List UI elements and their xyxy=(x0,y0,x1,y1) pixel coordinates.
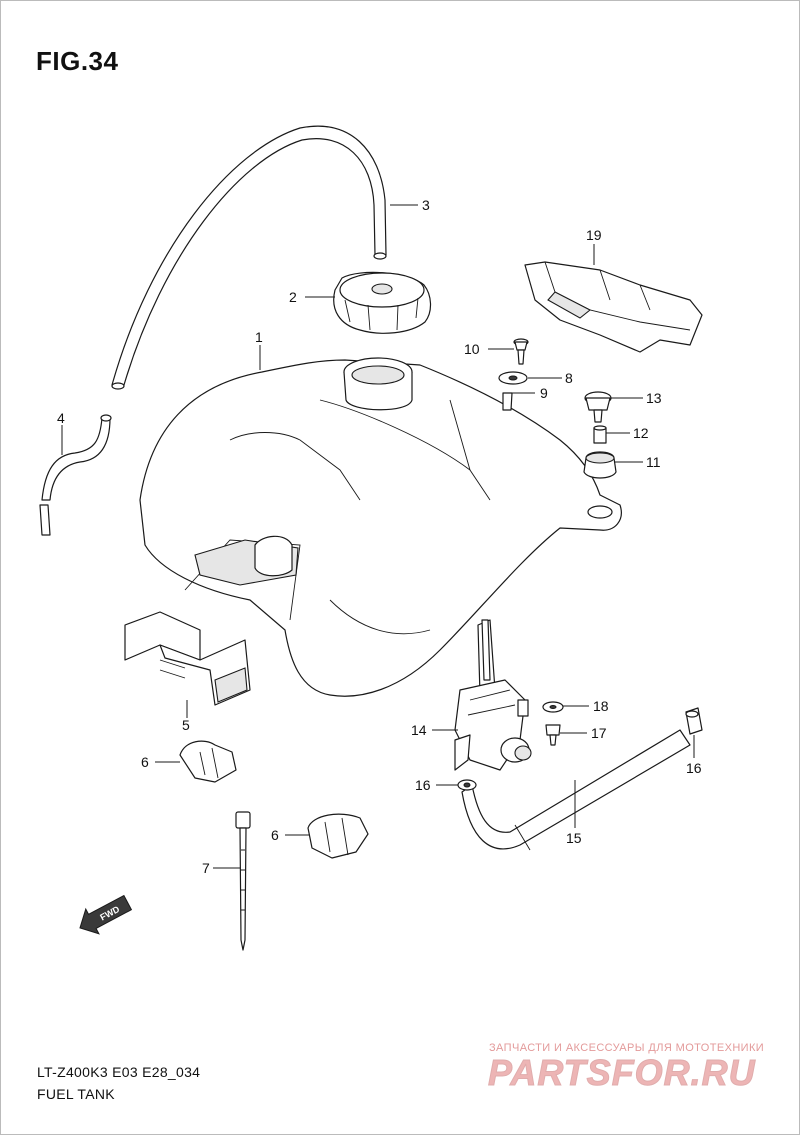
callout-17: 17 xyxy=(591,725,607,741)
part-14-fuel-valve[interactable] xyxy=(454,619,532,771)
watermark-logo: PARTSFOR.RU xyxy=(488,1052,756,1094)
callout-labels: 1 2 3 4 5 6 6 7 8 9 10 11 12 13 14 15 16… xyxy=(57,197,702,876)
part-15-fuel-hose[interactable] xyxy=(461,729,691,851)
part-7-cable-tie[interactable] xyxy=(235,811,251,951)
callout-2: 2 xyxy=(289,289,297,305)
part-10-bolt[interactable] xyxy=(513,338,529,365)
part-12-spacer[interactable] xyxy=(593,425,607,444)
callout-7: 7 xyxy=(202,860,210,876)
callout-6-lower: 6 xyxy=(271,827,279,843)
watermark-tagline: ЗАПЧАСТИ И АКСЕССУАРЫ ДЛЯ МОТОТЕХНИКИ xyxy=(489,1042,765,1054)
part-8-washer[interactable] xyxy=(498,371,528,385)
callout-11: 11 xyxy=(646,454,661,470)
callout-19: 19 xyxy=(586,227,602,243)
part-13-bolt[interactable] xyxy=(584,391,612,423)
part-16-clamp-left[interactable] xyxy=(457,779,477,791)
part-3-breather-hose[interactable] xyxy=(111,125,387,390)
part-16-clamp-right[interactable] xyxy=(685,707,703,735)
callout-12: 12 xyxy=(633,425,649,441)
callout-10: 10 xyxy=(464,341,480,357)
part-6-clamp-upper[interactable] xyxy=(179,740,237,783)
callout-16-left: 16 xyxy=(415,777,431,793)
part-4-hose[interactable] xyxy=(39,414,112,536)
part-9-collar[interactable] xyxy=(502,392,513,411)
callout-5: 5 xyxy=(182,717,190,733)
part-1-fuel-tank[interactable] xyxy=(139,357,622,697)
part-18-washer[interactable] xyxy=(542,701,564,713)
part-19-cover[interactable] xyxy=(524,261,703,353)
part-5-bracket[interactable] xyxy=(124,611,251,706)
callout-13: 13 xyxy=(646,390,662,406)
callout-8: 8 xyxy=(565,370,573,386)
callout-6-upper: 6 xyxy=(141,754,149,770)
callout-9: 9 xyxy=(540,385,548,401)
callout-1: 1 xyxy=(255,329,263,345)
part-2-fuel-cap[interactable] xyxy=(333,271,432,334)
part-17-bolt[interactable] xyxy=(545,724,561,746)
fwd-arrow-icon: FWD xyxy=(79,894,133,935)
part-6-clamp-lower[interactable] xyxy=(307,813,369,859)
leader-lines xyxy=(61,204,695,869)
part-11-grommet[interactable] xyxy=(583,451,617,479)
callout-16-right: 16 xyxy=(686,760,702,776)
callout-15: 15 xyxy=(566,830,582,846)
callout-14: 14 xyxy=(411,722,427,738)
footer-model-code: LT-Z400K3 E03 E28_034 xyxy=(37,1064,201,1080)
callout-4: 4 xyxy=(57,410,65,426)
callout-3: 3 xyxy=(422,197,430,213)
callout-18: 18 xyxy=(593,698,609,714)
figure-title: FIG.34 xyxy=(36,46,119,76)
footer-assembly-name: FUEL TANK xyxy=(37,1086,115,1102)
svg-text:PARTSFOR.RU: PARTSFOR.RU xyxy=(488,1052,756,1093)
